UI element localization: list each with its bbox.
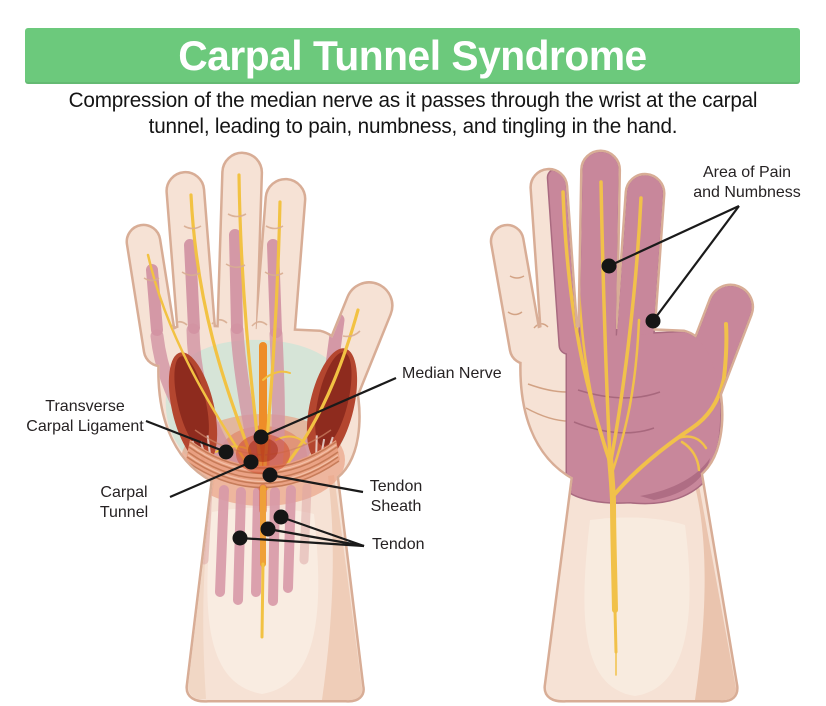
label-tendon: Tendon [372, 536, 425, 553]
forearm-shade-right [322, 475, 363, 701]
forearm-highlight [584, 517, 690, 696]
nerve-forearm-tail [260, 562, 265, 639]
label-area-of-pain: Area of Pain and Numbness [693, 164, 801, 201]
label-carpal-tunnel: Carpal Tunnel [99, 484, 149, 521]
page-title: Carpal Tunnel Syndrome [178, 32, 647, 79]
right-hand-pain-illustration [470, 140, 800, 706]
finger-creases [143, 213, 361, 338]
label-tendon-sheath: Tendon Sheath [369, 478, 423, 515]
pain-area-shadow [640, 458, 710, 500]
forearm-shade-left [188, 472, 216, 699]
carpal-tunnel-core [248, 438, 278, 462]
header-banner: Carpal Tunnel Syndrome [25, 28, 800, 84]
forearm-shade-right [694, 480, 737, 701]
label-median-nerve: Median Nerve [402, 365, 502, 382]
label-transverse-carpal-ligament: Transverse Carpal Ligament [26, 398, 144, 435]
subtitle-text: Compression of the median nerve as it pa… [68, 89, 758, 138]
median-nerve-branches [561, 180, 729, 676]
